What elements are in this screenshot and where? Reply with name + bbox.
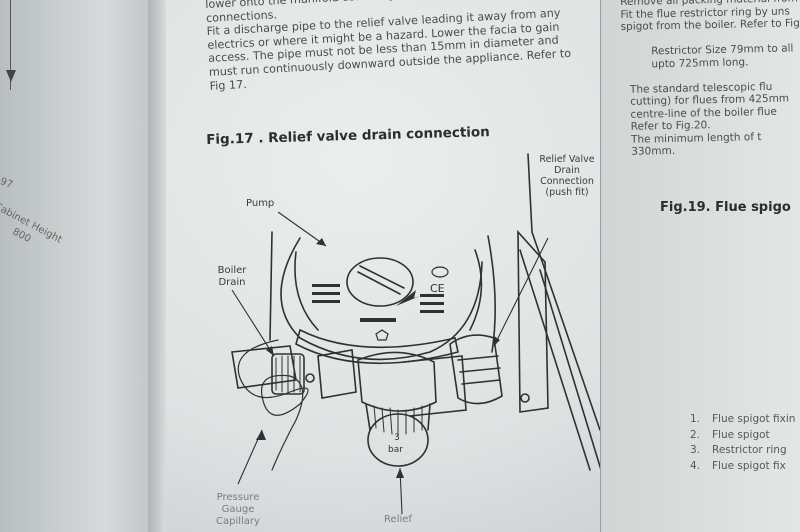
casing-right-wall bbox=[487, 235, 496, 353]
drain-leader-arrow-icon bbox=[266, 346, 274, 356]
legend-item: 1.Flue spigot fixin bbox=[690, 413, 796, 425]
side-panel bbox=[517, 229, 549, 413]
rotation-arrow-icon bbox=[396, 290, 420, 306]
book-gutter bbox=[148, 0, 166, 532]
legend-item: 3.Restrictor ring bbox=[690, 444, 787, 456]
pump-leader-arrow-icon bbox=[316, 238, 326, 246]
pump-inner-arc bbox=[294, 251, 319, 331]
ce-mark: CE bbox=[430, 282, 445, 295]
label-pump: Pump bbox=[246, 198, 275, 209]
casing-left-wall bbox=[269, 231, 273, 341]
dimension-line bbox=[10, 0, 11, 90]
capillary-leader-arrow-icon bbox=[256, 430, 266, 440]
label-boiler-drain: Boiler Drain bbox=[217, 265, 247, 288]
pump-outer-arc bbox=[280, 237, 483, 361]
pump-slot bbox=[357, 265, 405, 295]
label-pressure-gauge-capillary: Pressure Gauge Capillary bbox=[216, 492, 260, 527]
figure-19-legend: 1.Flue spigot fixin 2.Flue spigot 3.Rest… bbox=[690, 412, 795, 474]
right-page-text: Remove all packing material from Fit the… bbox=[620, 0, 800, 158]
pump-disc bbox=[346, 257, 414, 307]
relief-leader-arrow-icon bbox=[494, 336, 500, 346]
valve-leader-arrow-icon bbox=[396, 468, 404, 478]
label-relief-valve: Relief bbox=[384, 514, 412, 525]
legend-item: 4.Flue spigot fix bbox=[690, 459, 786, 472]
left-page: 97 Cabinet Height 800 bbox=[0, 0, 150, 532]
dimension-arrow-icon bbox=[6, 70, 16, 82]
gauge-value: 3 bbox=[394, 433, 400, 443]
cabinet-height-label: Cabinet Height 800 bbox=[0, 200, 64, 246]
figure-19-title: Fig.19. Flue spigo bbox=[660, 200, 791, 215]
relief-valve-diagram: CE 3 bar bbox=[231, 153, 610, 515]
relief-drain-connection bbox=[449, 334, 503, 405]
gauge-unit: bar bbox=[388, 445, 403, 455]
legend-item: 2.Flue spigot bbox=[690, 428, 770, 441]
gauge-capillary bbox=[237, 339, 309, 471]
left-page-number: 97 bbox=[0, 176, 15, 191]
label-relief-valve-drain-connection: Relief Valve Drain Connection (push fit) bbox=[539, 154, 595, 198]
pump-body bbox=[295, 328, 459, 365]
relief-valve-body bbox=[357, 351, 437, 412]
boiler-drain bbox=[271, 353, 305, 395]
right-page bbox=[600, 0, 800, 532]
